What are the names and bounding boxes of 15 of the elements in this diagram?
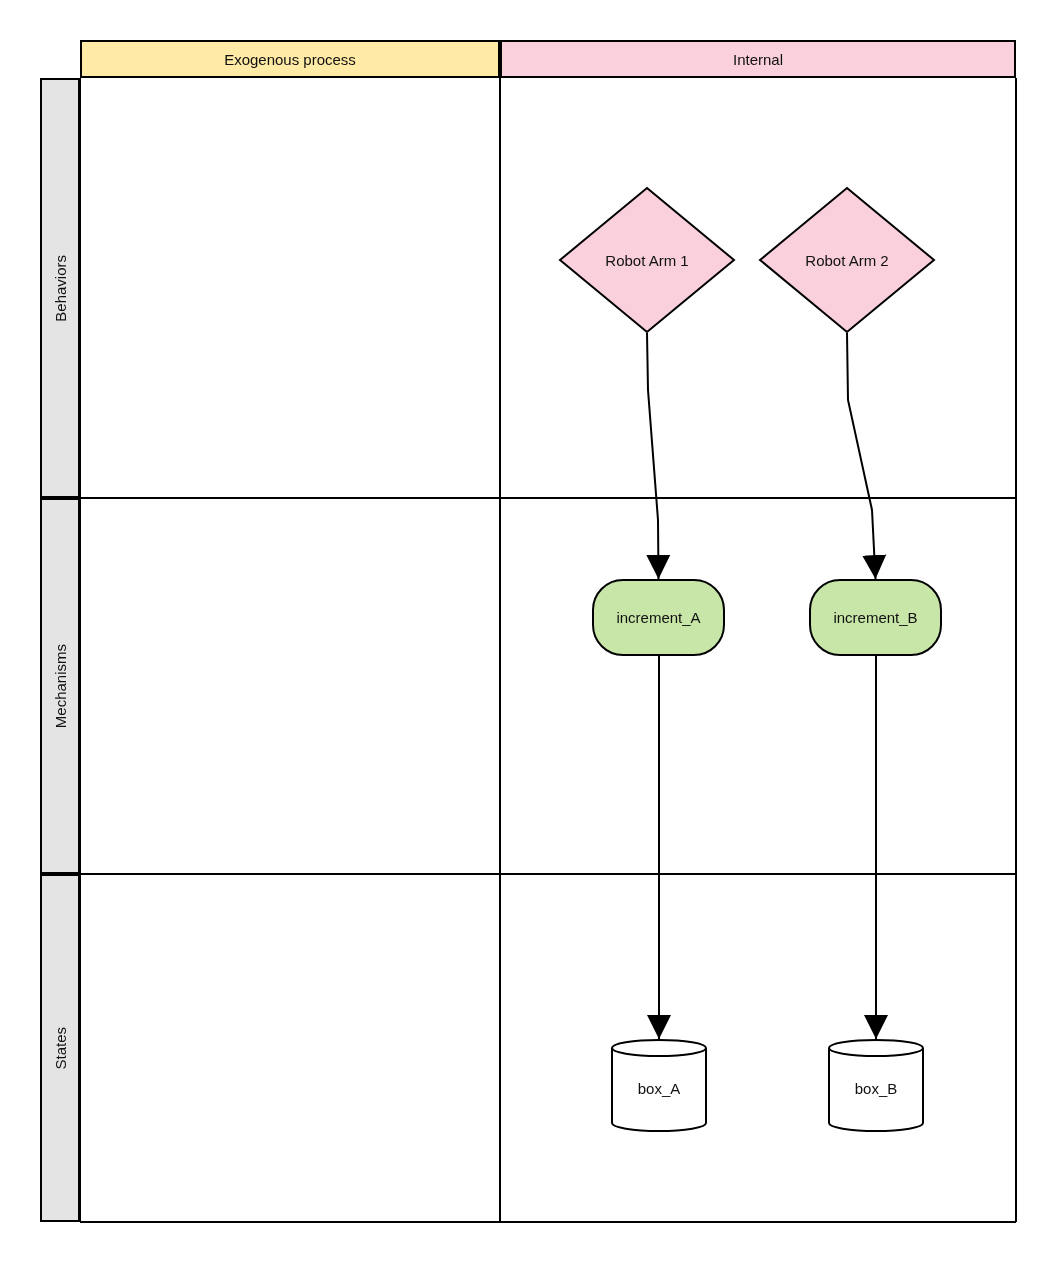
lane-header: Mechanisms — [40, 498, 80, 874]
arrow — [647, 655, 671, 1040]
lane-header: States — [40, 874, 80, 1222]
arrow — [646, 332, 671, 580]
decision-diamond: Robot Arm 1 — [559, 187, 735, 333]
decision-diamond: Robot Arm 2 — [759, 187, 935, 333]
storage-cylinder: box_A — [611, 1039, 707, 1132]
lane-header: Behaviors — [40, 78, 80, 498]
process-pill: increment_A — [592, 579, 725, 656]
process-pill: increment_B — [809, 579, 942, 656]
storage-cylinder: box_B — [828, 1039, 924, 1132]
arrow — [864, 655, 888, 1040]
lane-header: Exogenous process — [80, 40, 500, 78]
arrow — [846, 332, 887, 580]
lane-header: Internal — [500, 40, 1016, 78]
